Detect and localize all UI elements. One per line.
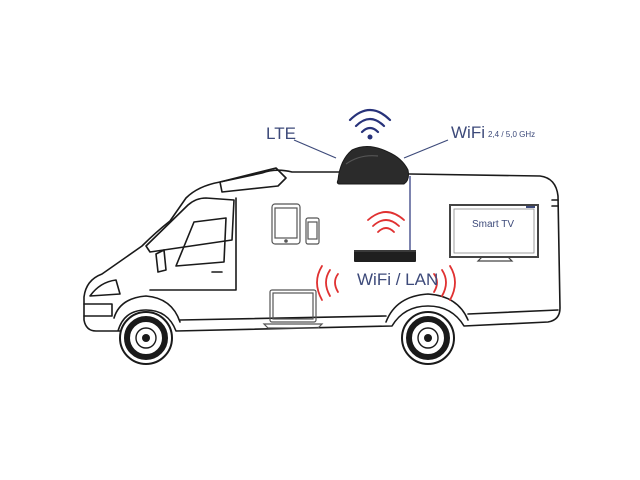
rear-wheel-arch <box>385 293 469 323</box>
wifi-signal-icon <box>348 108 392 140</box>
rear-wheel <box>401 311 455 365</box>
router-icon <box>354 250 416 262</box>
wifi-label-text: WiFi <box>451 123 485 142</box>
smart-tv-label: Smart TV <box>472 219 515 230</box>
grille <box>83 303 113 317</box>
lte-pointer-line <box>293 139 337 159</box>
luton-roof <box>219 167 287 193</box>
tv-icon <box>449 204 539 262</box>
tablet-icon <box>271 203 301 245</box>
headlight <box>89 279 121 297</box>
laptop-icon <box>262 289 324 329</box>
smartphone-icon <box>305 217 320 245</box>
rear-light <box>551 199 559 207</box>
wifi-lan-label: WiFi / LAN <box>357 270 439 289</box>
lte-label: LTE <box>266 124 296 143</box>
side-mirror <box>155 249 167 273</box>
motorhome-outline <box>83 167 561 332</box>
roof-antenna <box>336 146 409 185</box>
windshield <box>145 197 235 253</box>
front-wheel <box>119 311 173 365</box>
cab-side-window <box>175 217 227 267</box>
front-wheel-arch <box>113 295 181 323</box>
wifi-bands-label: 2,4 / 5,0 GHz <box>487 130 536 139</box>
router-wifi-waves <box>316 211 456 301</box>
lower-skirt <box>179 309 559 321</box>
wifi-pointer-line <box>403 139 449 159</box>
body-silhouette <box>83 169 561 332</box>
cab-door-line <box>149 197 237 291</box>
